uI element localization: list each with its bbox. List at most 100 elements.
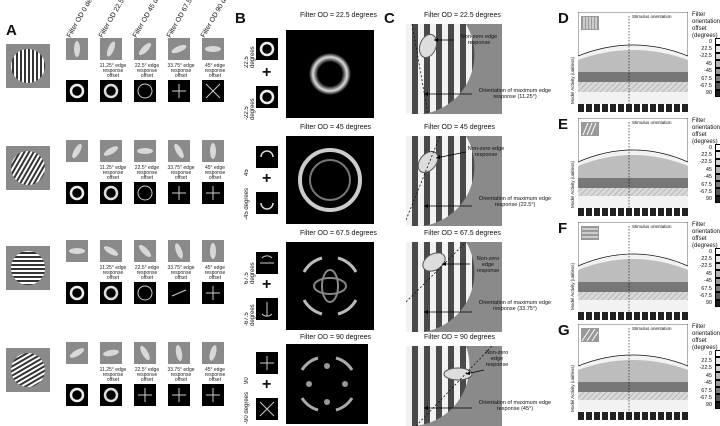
c-image-3 [406, 242, 502, 332]
resp-label-r3-2: 33.75° edge response offset [167, 265, 195, 281]
resp-label-r3-0: 11.25° edge response offset [99, 265, 127, 281]
response-bank-row2 [66, 182, 224, 204]
resp-label-r3-3: 45° edge response offset [204, 265, 226, 281]
panel-letter-a: A [6, 22, 17, 39]
f-ylabel: Model Activity (unitless) [570, 262, 575, 310]
f-legend: 0 22.5 -22.5 45 -45 67.5 -67.5 90 [688, 247, 720, 308]
e-legend: 0 22.5 -22.5 45 -45 67.5 -67.5 90 [688, 143, 720, 204]
b-small-resp-3b [256, 298, 278, 320]
c-arrows-1 [424, 38, 472, 96]
f-legend-title: Filter orientation offset (degrees) [692, 222, 720, 249]
c-nonzero-2: Non-zero edge response [467, 146, 505, 158]
c-arrows-4 [424, 369, 485, 410]
resp-label-r3-1: 22.5° edge response offset [134, 265, 160, 281]
resp-label-r2-2: 33.75° edge response offset [167, 165, 195, 181]
g-legend-title: Filter orientation offset (degrees) [692, 324, 720, 351]
d-legend-title: Filter orientation offset (degrees) [692, 12, 720, 39]
panel-letter-e: E [558, 116, 569, 133]
e-chart [578, 118, 688, 208]
panel-letter-g: G [558, 322, 570, 339]
b-top-label-1: 22.5 degrees [244, 46, 256, 68]
f-xaxis-icons [578, 312, 688, 320]
panel-letter-f: F [558, 220, 568, 237]
c-image-2 [406, 136, 502, 226]
c-max-2: Orientation of maximum edge response (22… [478, 196, 552, 208]
response-bank-row3 [66, 282, 224, 304]
d-xaxis-icons [578, 104, 688, 112]
c-title-3: Filter OD = 67.5 degrees [424, 230, 501, 237]
b-small-resp-4a [256, 352, 278, 374]
stimulus-grating-row1 [6, 44, 50, 88]
stimulus-grating-row4 [6, 348, 50, 392]
c-title-4: Filter OD = 90 degrees [424, 334, 496, 341]
g-legend: 0 22.5 -22.5 45 -45 67.5 -67.5 90 [688, 349, 720, 410]
c-title-1: Filter OD = 22.5 degrees [424, 12, 501, 19]
panel-letter-d: D [558, 10, 569, 27]
response-bank-row1 [66, 80, 224, 102]
b-small-resp-1a [256, 38, 278, 60]
b-title-2: Filter OD = 45 degrees [300, 124, 372, 131]
b-small-resp-2a [256, 146, 278, 168]
g-stim-label: Stimulus orientation [632, 326, 672, 331]
resp-label-r1-0: 11.25° edge response offset [99, 63, 127, 79]
c-image-1 [406, 24, 502, 114]
resp-label-r2-1: 22.5° edge response offset [134, 165, 160, 181]
d-chart [578, 12, 688, 104]
d-stim-label: Stimulus orientation [632, 14, 672, 19]
b-sum-image-1 [286, 30, 374, 118]
d-ylabel: Model Activity (unitless) [570, 56, 575, 104]
resp-label-r1-3: 45° edge response offset [204, 63, 226, 79]
c-max-4: Orientation of maximum edge response (45… [478, 400, 552, 412]
col-header-0: Filter OD 0 degrees [65, 0, 103, 39]
filter-bank-row2 [66, 140, 224, 162]
b-bottom-label-4: -90 degrees [244, 391, 250, 424]
col-header-2: Filter OD 45 degrees [131, 0, 171, 40]
c-max-1: Orientation of maximum edge response (11… [478, 88, 552, 100]
g-xaxis-icons [578, 412, 688, 420]
e-ylabel: Model Activity (unitless) [570, 160, 575, 208]
e-stim-label: Stimulus orientation [632, 120, 672, 125]
c-image-4 [406, 346, 502, 426]
d-legend: 0 22.5 -22.5 45 -45 67.5 -67.5 90 [688, 37, 720, 98]
b-top-label-3: 67.5 degrees [244, 262, 256, 284]
b-small-resp-3a [256, 252, 278, 274]
c-title-2: Filter OD = 45 degrees [424, 124, 496, 131]
resp-label-r2-0: 11.25° edge response offset [99, 165, 127, 181]
filter-bank-row4 [66, 342, 224, 364]
b-sum-image-3 [286, 242, 374, 330]
resp-label-r4-1: 22.5° edge response offset [134, 367, 160, 383]
g-chart [578, 324, 688, 412]
c-nonzero-1: Non-zero edge response [460, 34, 498, 46]
resp-label-r4-3: 45° edge response offset [204, 367, 226, 383]
resp-label-r4-0: 11.25° edge response offset [99, 367, 127, 383]
b-top-label-2: 45 [244, 169, 250, 176]
b-plus-1: + [262, 64, 272, 81]
f-chart [578, 222, 688, 312]
c-nonzero-3: Non-zero edge response [476, 256, 500, 274]
b-plus-2: + [262, 170, 272, 187]
b-small-resp-1b [256, 86, 278, 108]
panel-letter-c: C [384, 10, 395, 27]
resp-label-r4-2: 33.75° edge response offset [167, 367, 195, 383]
panel-letter-b: B [235, 10, 246, 27]
b-small-resp-4b [256, 398, 278, 420]
c-arrows-2 [424, 151, 472, 208]
response-bank-row4 [66, 384, 224, 406]
filter-bank-row3 [66, 240, 224, 262]
b-title-1: Filter OD = 22.5 degrees [300, 12, 377, 19]
b-title-4: Filter OD = 90 degrees [300, 334, 372, 341]
stimulus-grating-row2 [6, 146, 50, 190]
b-title-3: Filter OD = 67.5 degrees [300, 230, 377, 237]
c-arrows-3 [424, 262, 472, 314]
e-legend-title: Filter orientation offset (degrees) [692, 118, 720, 145]
b-bottom-label-2: -45 degrees [244, 187, 250, 220]
b-sum-image-4 [286, 344, 368, 424]
b-bottom-label-3: -67.5 degrees [244, 304, 256, 326]
filter-bank-row1 [66, 38, 224, 60]
b-plus-4: + [262, 376, 272, 393]
b-bottom-label-1: -22.5 degrees [244, 98, 256, 120]
resp-label-r1-1: 22.5° edge response offset [134, 63, 160, 79]
resp-label-r1-2: 33.75° edge response offset [167, 63, 195, 79]
g-ylabel: Model Activity (unitless) [570, 364, 575, 412]
b-sum-image-2 [286, 136, 374, 224]
